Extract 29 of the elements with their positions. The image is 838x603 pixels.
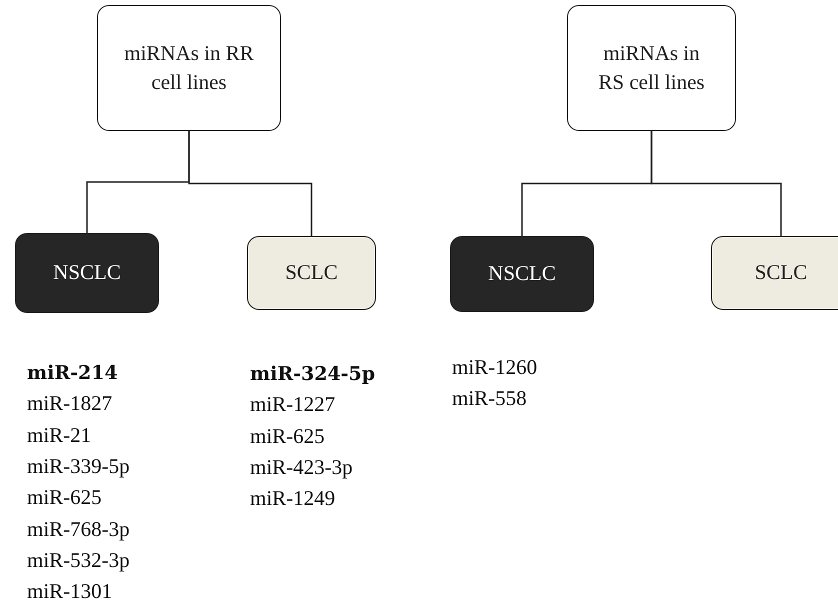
mirna-name: miR-214: [27, 362, 118, 383]
cancer-type-box: [15, 233, 159, 313]
category-box: [567, 5, 736, 131]
mirna-name: miR-1827: [27, 393, 112, 414]
connector-line: [188, 131, 312, 236]
mirna-name: miR-1301: [27, 581, 112, 602]
node-label: miRNAs in RS cell lines: [597, 40, 706, 96]
mirna-name: miR-768-3p: [27, 518, 130, 540]
node-label: SCLC: [754, 259, 808, 286]
cancer-type-box: [247, 236, 376, 310]
mirna-name: miR-558: [452, 388, 527, 410]
mirna-name: miR-423-3p: [250, 456, 353, 478]
node-label: NSCLC: [52, 259, 122, 286]
mirna-name: miR-625: [250, 426, 325, 447]
mirna-name: miR-324-5p: [250, 363, 376, 384]
mirna-name: miR-625: [27, 487, 102, 508]
mirna-name: miR-21: [27, 424, 92, 446]
category-box: [97, 5, 281, 131]
node-label: SCLC: [284, 259, 339, 286]
cancer-type-box: [450, 236, 594, 312]
node-label: NSCLC: [487, 260, 557, 288]
connector-line: [650, 131, 782, 236]
mirna-name: miR-1249: [250, 488, 336, 510]
mirna-name: miR-1227: [250, 394, 336, 416]
cancer-type-box: [711, 236, 838, 310]
mirna-name: miR-1260: [452, 357, 538, 378]
node-label: miRNAs in RR cell lines: [123, 40, 255, 96]
mirna-name: miR-339-5p: [27, 456, 130, 477]
mirna-name: miR-532-3p: [27, 550, 130, 571]
